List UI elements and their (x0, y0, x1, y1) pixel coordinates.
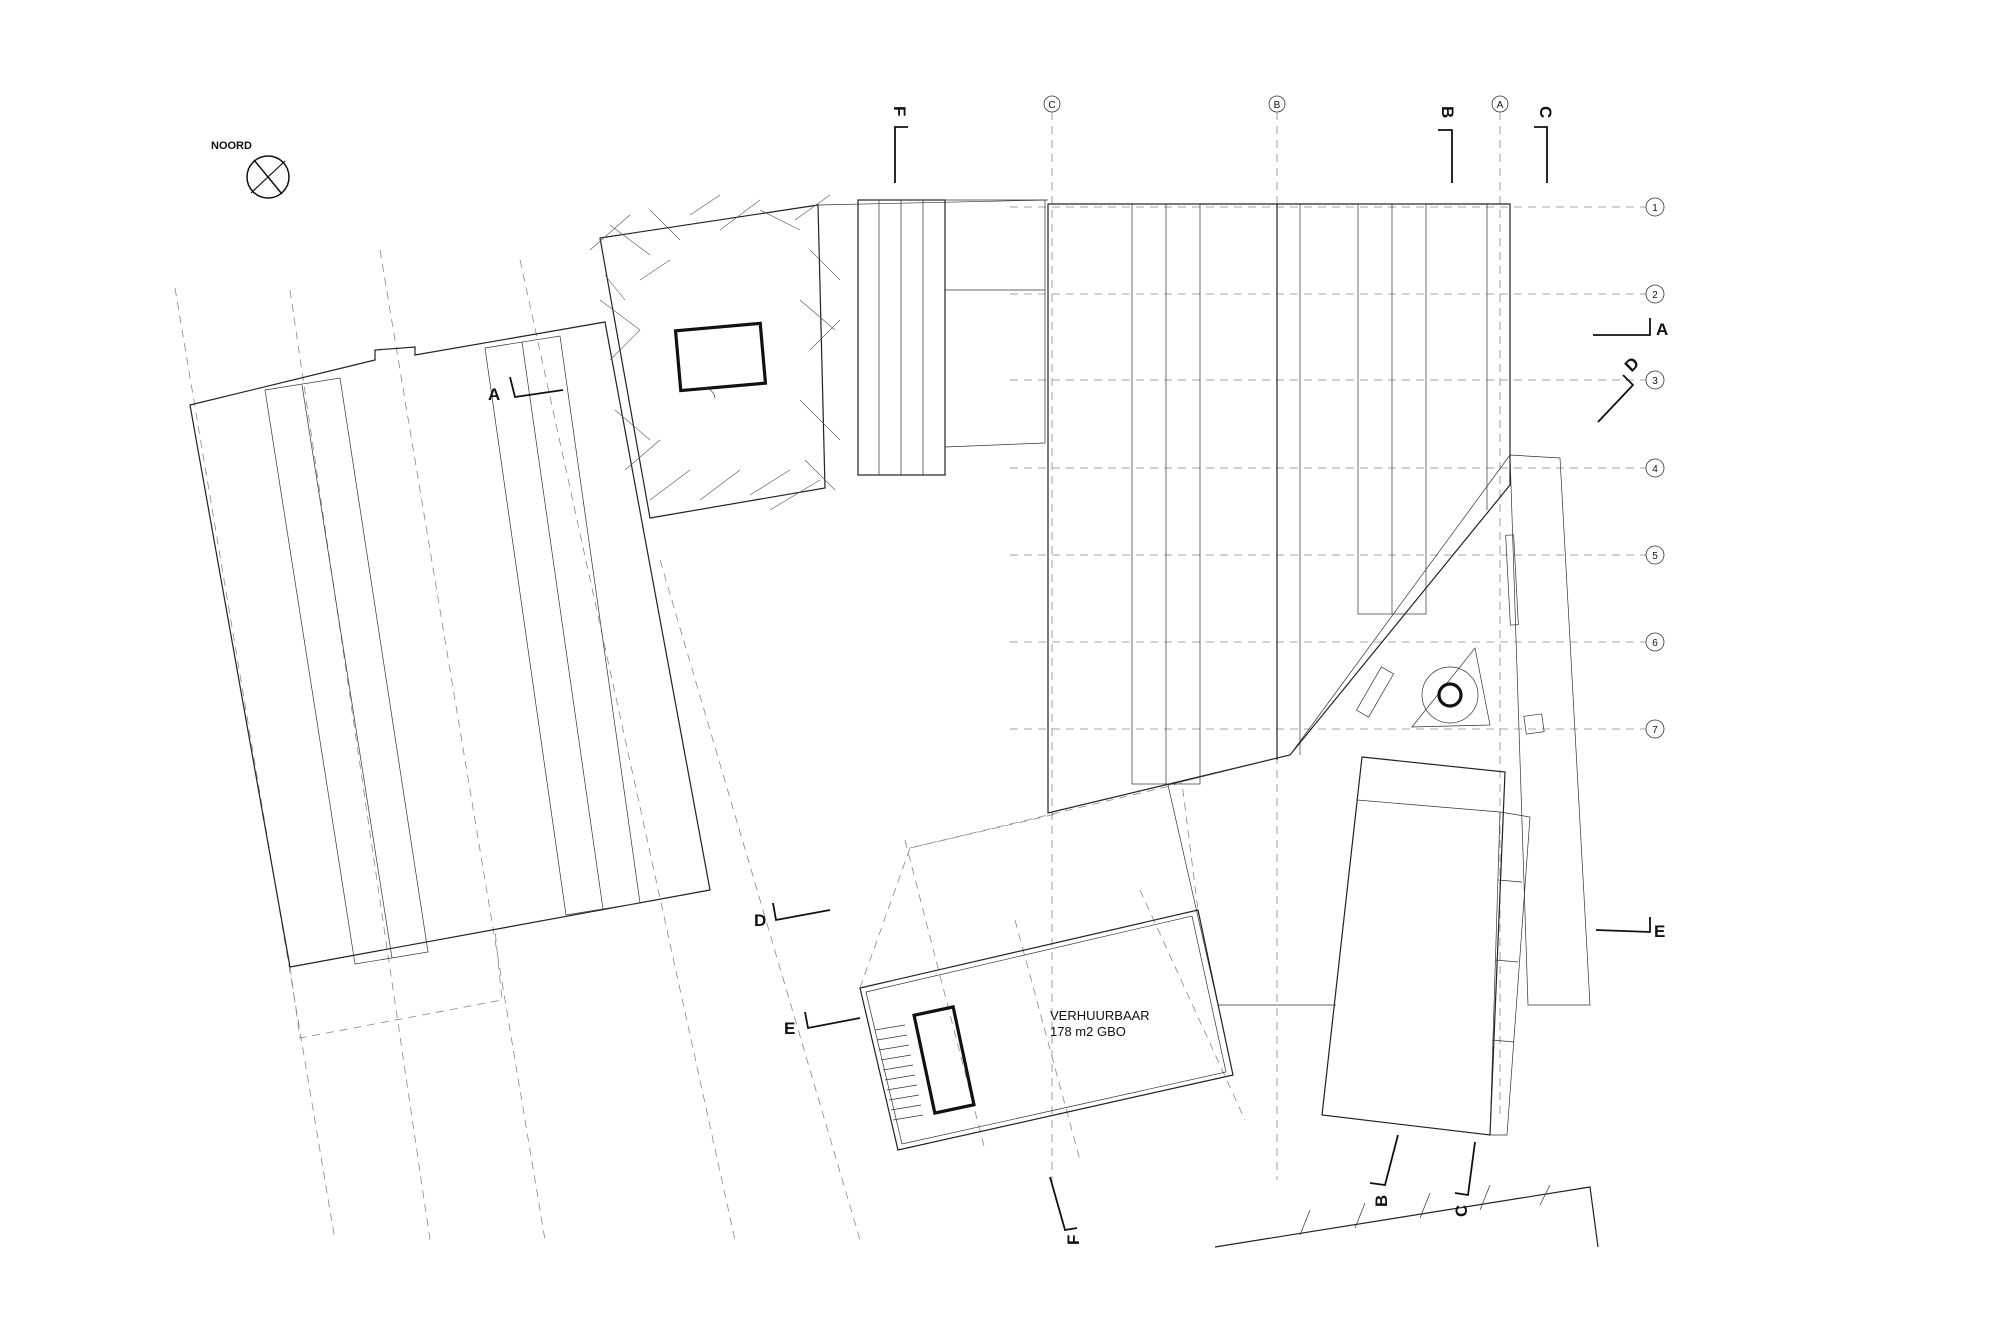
grid-bubble-3: 3 (1645, 370, 1665, 390)
north-label: NOORD (211, 140, 252, 152)
section-label-B-bottom: B (1372, 1195, 1391, 1207)
rental-unit-area: 178 m2 GBO (1050, 1024, 1126, 1039)
grid-label-1: 1 (1652, 203, 1658, 214)
section-label-F-bottom: F (1064, 1235, 1083, 1245)
grid-label-5: 5 (1652, 551, 1658, 562)
grid-bubble-5: 5 (1645, 545, 1665, 565)
grid-bubble-6: 6 (1645, 632, 1665, 652)
left-building (189, 321, 711, 1039)
north-arrow: NOORD (211, 140, 290, 199)
section-marker-C-top: C (1534, 106, 1555, 183)
section-marker-B-bottom: B (1369, 1134, 1399, 1207)
grid-bubble-A: A (1491, 95, 1509, 113)
section-marker-D-right: D (1597, 353, 1643, 423)
section-marker-C-bottom: C (1452, 1141, 1476, 1217)
section-marker-E-left: E (784, 1011, 861, 1038)
middle-block (817, 199, 1049, 476)
section-label-D-right: D (1621, 353, 1643, 375)
grid-bubble-2: 2 (1645, 284, 1665, 304)
section-marker-A-right: A (1593, 318, 1668, 339)
grid-lines (174, 112, 1650, 1241)
section-label-C-bottom: C (1452, 1205, 1471, 1217)
section-marker-B-top: B (1438, 106, 1457, 183)
grid-bubble-7: 7 (1645, 719, 1665, 739)
grid-label-3: 3 (1652, 376, 1658, 387)
grid-bubble-C: C (1043, 95, 1061, 113)
section-label-A-left: A (488, 385, 500, 404)
section-label-F-top: F (890, 106, 909, 116)
grid-label-6: 6 (1652, 638, 1658, 649)
grid-bubble-B: B (1268, 95, 1286, 113)
section-label-B-top: B (1438, 106, 1457, 118)
section-marker-F-bottom: F (1049, 1176, 1083, 1245)
bottom-right-partial (1214, 1184, 1599, 1248)
section-marker-E-right: E (1595, 917, 1665, 941)
rental-unit-title: VERHUURBAAR (1050, 1008, 1150, 1023)
grid-label-C: C (1048, 100, 1055, 111)
section-marker-A-left: A (488, 376, 564, 404)
section-label-E-left: E (784, 1019, 795, 1038)
large-hall-roof (1047, 203, 1511, 814)
section-label-C-top: C (1536, 106, 1555, 118)
grid-bubble-4: 4 (1645, 458, 1665, 478)
section-label-D-left: D (754, 911, 766, 930)
grid-label-7: 7 (1652, 725, 1658, 736)
section-marker-D-left: D (754, 902, 831, 930)
stair-tower-block (589, 194, 841, 519)
grid-label-4: 4 (1652, 464, 1658, 475)
plaza (1289, 454, 1591, 1006)
section-label-E-right: E (1654, 922, 1665, 941)
grid-label-B: B (1274, 100, 1281, 111)
rental-unit-building (859, 782, 1234, 1151)
section-marker-F-top: F (890, 106, 909, 183)
grid-label-2: 2 (1652, 290, 1658, 301)
section-label-A-right: A (1656, 320, 1668, 339)
grid-bubble-1: 1 (1645, 197, 1665, 217)
grid-label-A: A (1497, 100, 1504, 111)
